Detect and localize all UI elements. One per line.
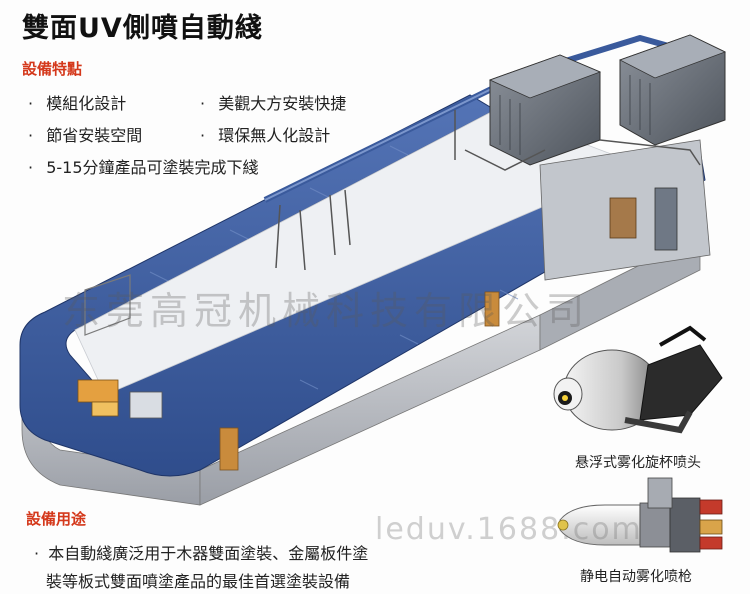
feature-label: 5-15分鐘產品可塗裝完成下綫 (46, 158, 259, 177)
page-title: 雙面UV側噴自動綫 (22, 13, 263, 44)
usage-text: 本自動綫廣泛用于木器雙面塗裝、金屬板件塗 (48, 544, 369, 563)
usage-line: · 本自動綫廣泛用于木器雙面塗裝、金屬板件塗 (34, 540, 368, 564)
feature-item: · 節省安裝空間 (28, 122, 142, 146)
usage-line: 裝等板式雙面噴塗產品的最佳首選塗裝設備 (46, 572, 351, 591)
bullet: · (28, 94, 34, 113)
feature-item: · 美觀大方安裝快捷 (200, 90, 346, 114)
company-watermark: 东莞高冠机械科技有限公司 (62, 289, 591, 333)
bullet: · (200, 126, 206, 145)
feature-label: 美觀大方安裝快捷 (218, 94, 347, 113)
feature-label: 模組化設計 (46, 94, 127, 113)
feature-item: · 模組化設計 (28, 90, 126, 114)
feature-label: 環保無人化設計 (218, 126, 331, 145)
bullet: · (200, 94, 206, 113)
bullet: · (34, 544, 40, 563)
spray-gun-caption: 静电自动雾化喷枪 (580, 569, 692, 585)
bullet: · (28, 158, 34, 177)
usage-heading: 設備用途 (26, 510, 87, 528)
bullet: · (28, 126, 34, 145)
site-watermark: leduv.1688.com (375, 512, 643, 547)
features-heading: 設備特點 (22, 60, 83, 78)
feature-item: · 環保無人化設計 (200, 122, 330, 146)
feature-item: · 5-15分鐘產品可塗裝完成下綫 (28, 154, 259, 178)
rotary-cup-caption: 悬浮式雾化旋杯喷头 (575, 455, 701, 471)
feature-label: 節省安裝空間 (46, 126, 143, 145)
